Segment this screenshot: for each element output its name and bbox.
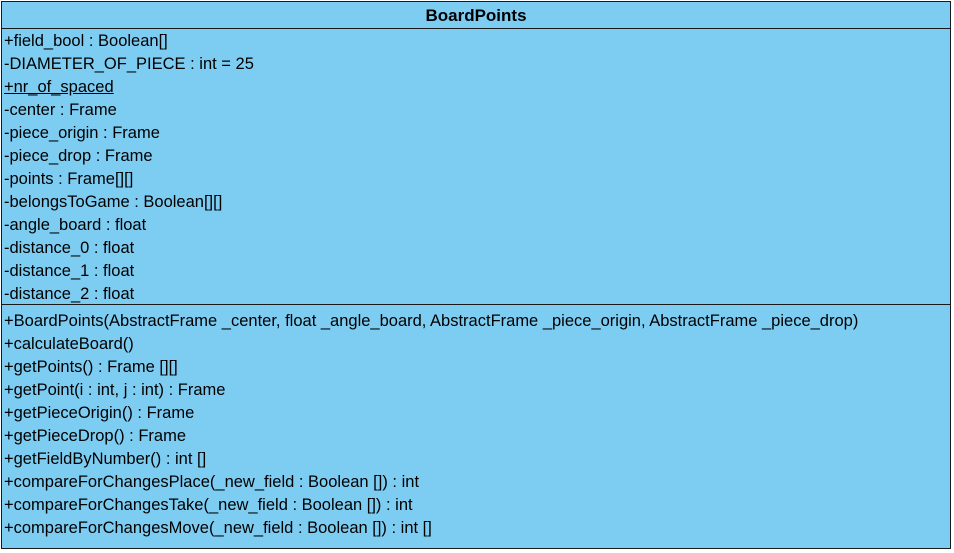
attribute-row[interactable]: -angle_board : float [2,214,950,237]
attribute-row[interactable]: -distance_0 : float [2,237,950,260]
operation-row[interactable]: +BoardPoints(AbstractFrame _center, floa… [2,310,950,333]
attribute-row[interactable]: -points : Frame[][] [2,168,950,191]
operation-text: +compareForChangesMove(_new_field : Bool… [4,519,432,537]
operation-text: +getPoint(i : int, j : int) : Frame [4,381,226,399]
attribute-text: -piece_origin : Frame [4,124,160,142]
attribute-row[interactable]: -piece_drop : Frame [2,145,950,168]
attribute-row[interactable]: +nr_of_spaced [2,76,950,99]
attribute-text: -center : Frame [4,101,117,119]
operation-text: +calculateBoard() [4,335,134,353]
attribute-row[interactable]: -distance_1 : float [2,260,950,283]
attribute-text: -distance_1 : float [4,262,135,280]
attribute-text: -distance_2 : float [4,285,135,303]
operation-text: +getPoints() : Frame [][] [4,358,178,376]
attribute-text: -points : Frame[][] [4,170,134,188]
operations-compartment: +BoardPoints(AbstractFrame _center, floa… [2,305,950,540]
operation-row[interactable]: +getFieldByNumber() : int [] [2,448,950,471]
operation-row[interactable]: +compareForChangesMove(_new_field : Bool… [2,517,950,540]
operation-row[interactable]: +compareForChangesTake(_new_field : Bool… [2,494,950,517]
operation-text: +compareForChangesTake(_new_field : Bool… [4,496,413,514]
operation-row[interactable]: +calculateBoard() [2,333,950,356]
attribute-row[interactable]: -belongsToGame : Boolean[][] [2,191,950,214]
operation-text: +BoardPoints(AbstractFrame _center, floa… [4,312,859,330]
attribute-text: -belongsToGame : Boolean[][] [4,193,223,211]
attribute-text: -DIAMETER_OF_PIECE : int = 25 [4,55,254,73]
operation-text: +getPieceDrop() : Frame [4,427,187,445]
attribute-row[interactable]: -distance_2 : float [2,283,950,306]
attribute-row[interactable]: -DIAMETER_OF_PIECE : int = 25 [2,53,950,76]
attribute-text: -distance_0 : float [4,239,135,257]
operation-row[interactable]: +getPoints() : Frame [][] [2,356,950,379]
operation-row[interactable]: +getPieceOrigin() : Frame [2,402,950,425]
attribute-row[interactable]: -piece_origin : Frame [2,122,950,145]
operation-row[interactable]: +getPieceDrop() : Frame [2,425,950,448]
operation-text: +getFieldByNumber() : int [] [4,450,207,468]
attribute-text: -angle_board : float [4,216,147,234]
attributes-compartment: +field_bool : Boolean[] -DIAMETER_OF_PIE… [2,29,950,305]
class-name: BoardPoints [2,2,950,29]
operation-row[interactable]: +compareForChangesPlace(_new_field : Boo… [2,471,950,494]
operation-text: +compareForChangesPlace(_new_field : Boo… [4,473,420,491]
attribute-row[interactable]: +field_bool : Boolean[] [2,30,950,53]
attribute-text: +field_bool : Boolean[] [4,32,168,50]
attribute-text: -piece_drop : Frame [4,147,153,165]
operation-row[interactable]: +getPoint(i : int, j : int) : Frame [2,379,950,402]
static-attribute-text: +nr_of_spaced [4,78,114,96]
operation-text: +getPieceOrigin() : Frame [4,404,195,422]
attribute-row[interactable]: -center : Frame [2,99,950,122]
